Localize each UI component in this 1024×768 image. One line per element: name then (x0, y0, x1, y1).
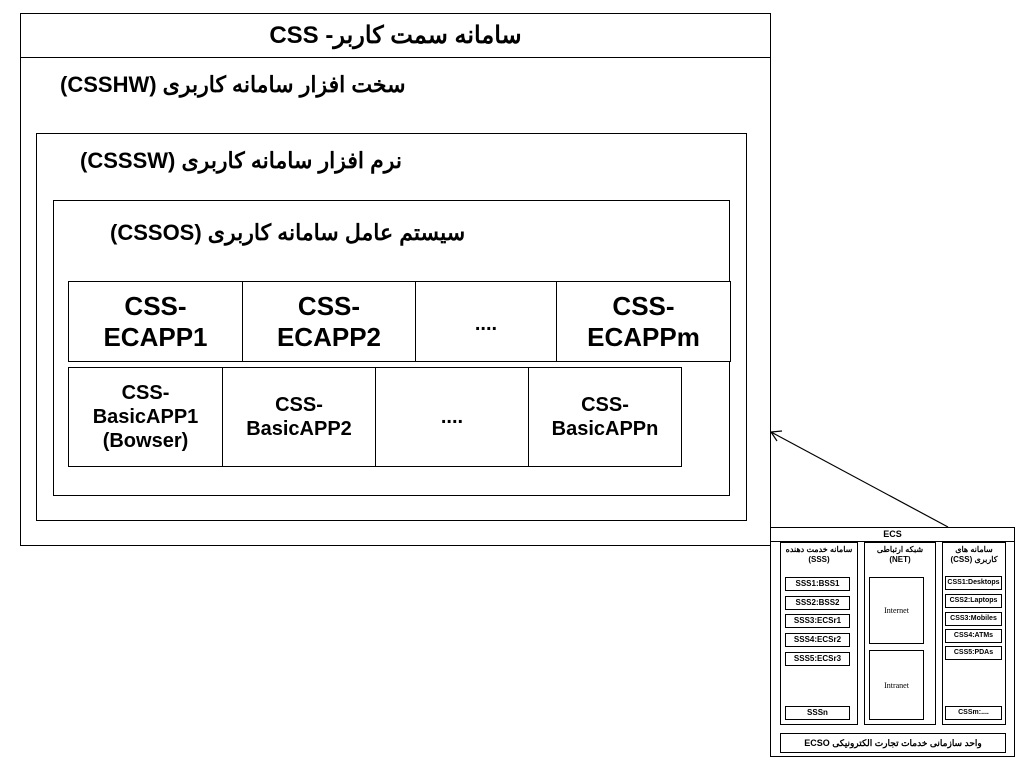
css-item-4: CSS4:ATMs (945, 629, 1002, 643)
ecso-footer-box: واحد سازمانی خدمات تجارت الکترونیکی ECSO (780, 733, 1006, 753)
ecapp-1: CSS- ECAPP1 (68, 281, 243, 362)
sss-header: سامانه خدمت دهنده (SSS) (785, 545, 853, 564)
ecapp-ellipsis: .... (415, 281, 557, 362)
css-item-5: CSS5:PDAs (945, 646, 1002, 660)
ecs-title: ECS (883, 529, 902, 539)
ecapp-2: CSS- ECAPP2 (242, 281, 416, 362)
basicapp-ellipsis: .... (375, 367, 529, 467)
sss-item-2: SSS2:BSS2 (785, 596, 850, 610)
net-internet-label: Internet (884, 606, 909, 615)
css-item-1: CSS1:Desktops (945, 576, 1002, 590)
ecapp-m: CSS- ECAPPm (556, 281, 731, 362)
basicapp-1: CSS- BasicAPP1 (Bowser) (68, 367, 223, 467)
os-label-text: سیستم عامل سامانه کاربری (CSSOS) (110, 220, 466, 245)
sw-label: نرم افزار سامانه کاربری (CSSSW) (80, 148, 410, 174)
sss-item-1: SSS1:BSS1 (785, 577, 850, 591)
net-header: شبکه ارتباطی (NET) (876, 545, 924, 564)
net-intranet-label: Intranet (884, 680, 909, 690)
css-item-3: CSS3:Mobiles (945, 612, 1002, 626)
sss-item-last: SSSn (785, 706, 850, 720)
ecso-footer-label: واحد سازمانی خدمات تجارت الکترونیکی ECSO (804, 737, 982, 748)
sw-label-text: نرم افزار سامانه کاربری (CSSSW) (80, 148, 403, 173)
ecs-title-divider (770, 541, 1015, 542)
css-title: سامانه سمت کاربر- CSS (269, 22, 522, 49)
net-intranet-box: Intranet (869, 650, 924, 720)
css-header: سامانه های کاربری (CSS) (950, 545, 998, 564)
css-item-2: CSS2:Laptops (945, 594, 1002, 608)
css-title-bar: سامانه سمت کاربر- CSS (20, 13, 771, 58)
basicapp-n: CSS- BasicAPPn (528, 367, 682, 467)
hw-label-text: سخت افزار سامانه کاربری (CSSHW) (60, 72, 406, 97)
css-item-last: CSSm:.... (945, 706, 1002, 720)
os-label: سیستم عامل سامانه کاربری (CSSOS) (110, 220, 480, 246)
sss-item-4: SSS4:ECSr2 (785, 633, 850, 647)
sss-item-3: SSS3:ECSr1 (785, 614, 850, 628)
sss-item-5: SSS5:ECSr3 (785, 652, 850, 666)
basicapp-2: CSS- BasicAPP2 (222, 367, 376, 467)
hw-label: سخت افزار سامانه کاربری (CSSHW) (60, 72, 420, 98)
net-internet-box: Internet (869, 577, 924, 644)
